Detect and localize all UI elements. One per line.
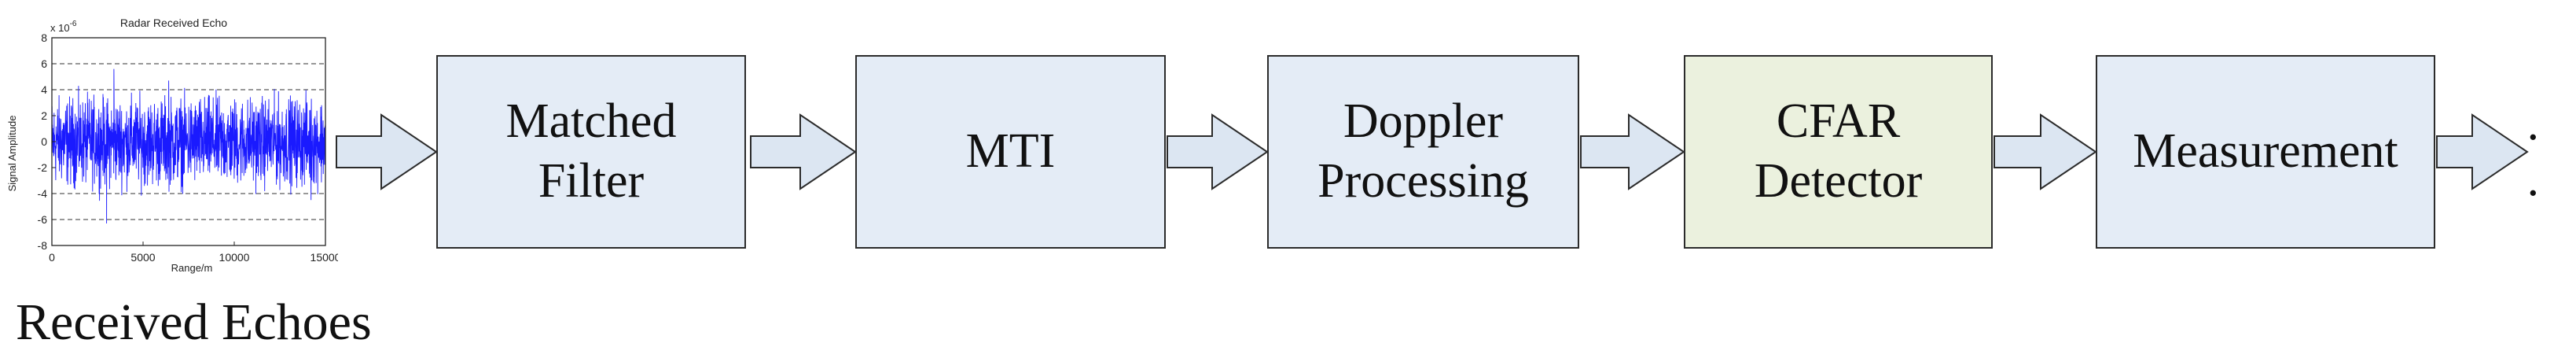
plot-y-tick-label: -6 [38,213,48,226]
plot-y-tick-label: -2 [38,161,48,174]
measurement-label: Measurement [2133,124,2398,179]
doppler-processing-block: Doppler Processing [1267,55,1579,249]
plot-xlabel: Range/m [171,262,213,274]
received-echoes-caption: Received Echoes [16,293,372,351]
plot-y-tick-label: -8 [38,239,48,252]
flow-arrow-2 [750,113,857,190]
flow-arrow-1 [336,113,438,190]
plot-y-tick-label: 6 [41,57,47,70]
matched-filter-label: Matched Filter [505,94,677,208]
plot-x-tick-label: 10000 [219,251,250,264]
plot-x-tick-label: 5000 [130,251,155,264]
measurement-block: Measurement [2096,55,2435,249]
matched-filter-block: Matched Filter [436,55,746,249]
cfar-detector-block: CFAR Detector [1684,55,1993,249]
plot-y-tick-label: 4 [41,83,47,96]
continuation-ellipsis: · · [2525,111,2546,220]
flow-arrow-4 [1580,113,1685,190]
plot-x-ticks: 0 5000 10000 15000 [49,242,338,264]
flow-arrow-5 [1994,113,2097,190]
plot-ylabel: Signal Amplitude [6,116,18,192]
mti-block: MTI [855,55,1166,249]
plot-x-tick-label: 15000 [311,251,338,264]
plot-y-tick-label: -4 [38,187,48,200]
plot-x-tick-label: 0 [49,251,55,264]
plot-y-tick-label: 2 [41,109,47,122]
plot-y-tick-label: 0 [41,135,47,148]
flow-arrow-6 [2436,113,2529,190]
plot-y-exponent: x 10-6 [50,20,77,34]
plot-y-ticks: 8 6 4 2 0 -2 -4 -6 -8 [38,31,56,252]
plot-title: Radar Received Echo [120,17,227,29]
plot-grid [52,63,325,220]
plot-series-line [51,68,326,224]
radar-echo-plot: Radar Received Echo x 10-6 Signal Amplit… [6,17,338,274]
cfar-detector-label: CFAR Detector [1754,94,1923,208]
plot-signal-line [51,68,326,224]
mti-label: MTI [965,124,1056,179]
flow-arrow-3 [1167,113,1269,190]
plot-y-tick-label: 8 [41,31,47,44]
doppler-processing-label: Doppler Processing [1317,94,1529,208]
